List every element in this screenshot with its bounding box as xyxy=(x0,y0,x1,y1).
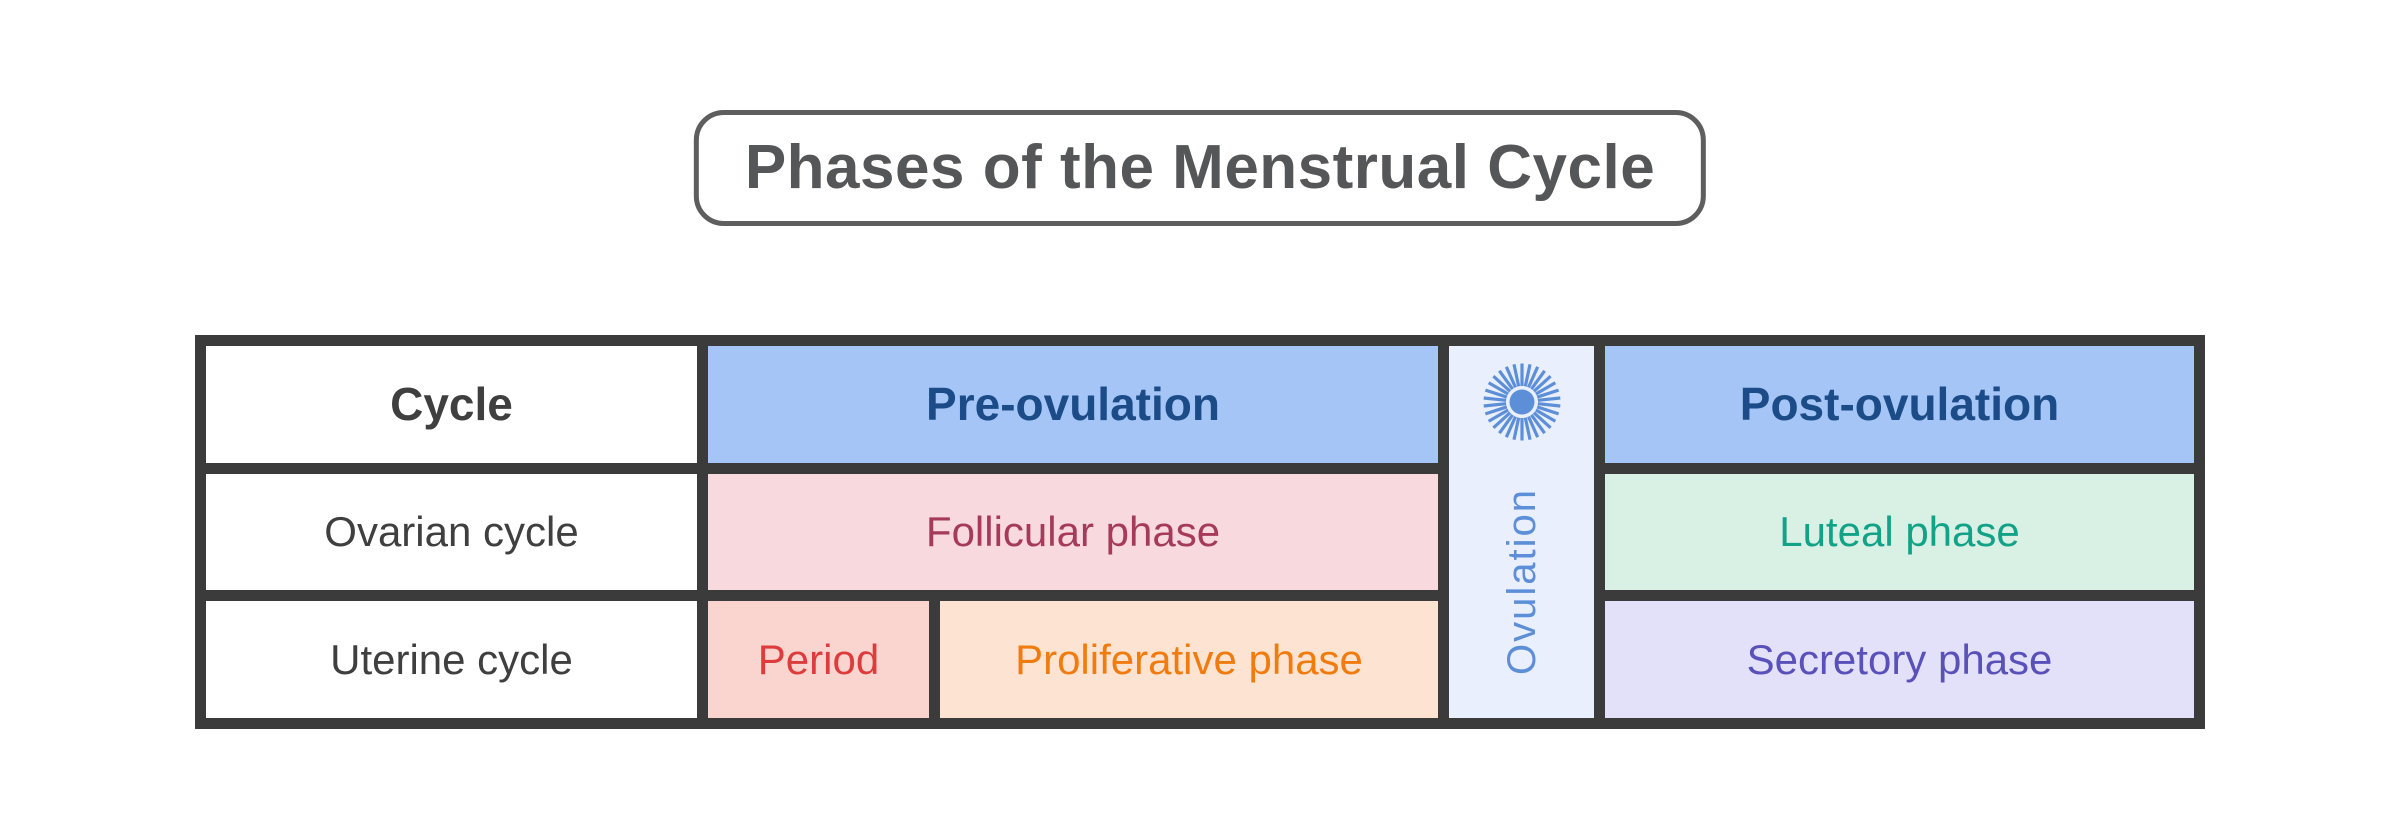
ovulation-label-wrap: Ovulation xyxy=(1499,444,1544,718)
cycle-header-cell: Cycle xyxy=(206,346,697,463)
ovulation-column-cell: Ovulation xyxy=(1449,346,1594,718)
ovulation-label: Ovulation xyxy=(1499,487,1544,675)
diagram-title: Phases of the Menstrual Cycle xyxy=(744,133,1656,202)
ovarian-cycle-label-cell: Ovarian cycle xyxy=(206,473,697,591)
follicular-phase-cell: Follicular phase xyxy=(708,473,1438,591)
post-ovulation-header-cell: Post-ovulation xyxy=(1605,346,2194,463)
secretory-phase-cell: Secretory phase xyxy=(1605,601,2194,718)
pre-ovulation-header-cell: Pre-ovulation xyxy=(708,346,1438,463)
diagram-title-box: Phases of the Menstrual Cycle xyxy=(693,110,1707,226)
period-phase-cell: Period xyxy=(708,601,929,718)
menstrual-cycle-table: Cycle Pre-ovulation Ovulation Post-ovula… xyxy=(195,335,2205,729)
proliferative-phase-cell: Proliferative phase xyxy=(940,601,1438,718)
uterine-cycle-label-cell: Uterine cycle xyxy=(206,601,697,718)
luteal-phase-cell: Luteal phase xyxy=(1605,473,2194,591)
sun-burst-icon xyxy=(1483,363,1560,441)
